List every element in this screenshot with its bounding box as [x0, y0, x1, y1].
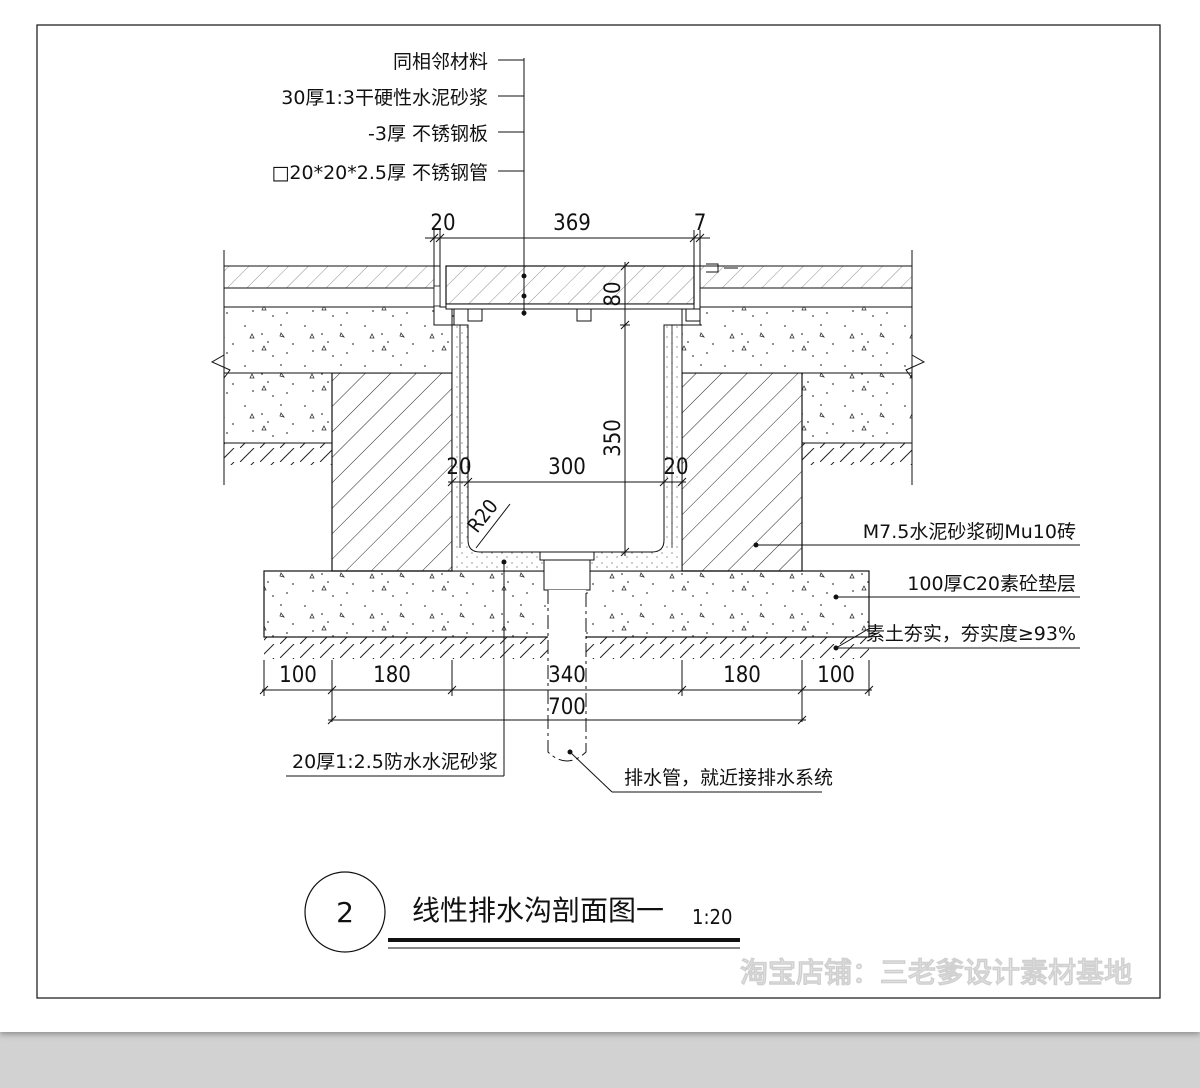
callout-concrete-pad: 100厚C20素砼垫层 [907, 573, 1076, 595]
drawing-scale: 1:20 [692, 905, 732, 929]
dry-mortar-left [223, 287, 435, 308]
steel-tube-3 [685, 308, 701, 322]
watermark: 淘宝店铺：三老爹设计素材基地 [740, 956, 1132, 989]
dim-bottom-2: 180 [373, 663, 411, 688]
bedding-right [681, 306, 913, 374]
dim-bottom-5: 100 [817, 663, 855, 688]
callout-dry-mortar: 30厚1:3干硬性水泥砂浆 [281, 87, 488, 109]
callout-brick-wall: M7.5水泥砂浆砌Mu10砖 [863, 521, 1076, 543]
soil-left [224, 443, 332, 465]
brick-wall-right [681, 372, 803, 572]
dim-inner-left: 20 [446, 455, 471, 480]
detail-number-circle [304, 871, 386, 953]
callout-compacted-soil: 素土夯实，夯实度≥93% [866, 623, 1076, 645]
brick-wall-left [331, 372, 453, 572]
drain-outlet-flange [539, 551, 595, 561]
dim-total-width: 700 [548, 695, 586, 720]
drawing-frame [36, 24, 1161, 999]
callout-adjacent-material: 同相邻材料 [393, 51, 488, 73]
drain-section-drawing: 同相邻材料 30厚1:3干硬性水泥砂浆 -3厚 不锈钢板 □20*20*2.5厚… [36, 24, 1161, 999]
steel-tube-1 [467, 308, 483, 322]
callout-steel-tube: □20*20*2.5厚 不锈钢管 [271, 162, 488, 184]
drawing-sheet: 同相邻材料 30厚1:3干硬性水泥砂浆 -3厚 不锈钢板 □20*20*2.5厚… [0, 0, 1200, 1032]
callout-steel-plate: -3厚 不锈钢板 [368, 123, 488, 145]
dim-inner-right: 20 [663, 455, 688, 480]
dim-bottom-4: 180 [723, 663, 761, 688]
leader-dots [501, 273, 839, 755]
drain-outlet-body [543, 559, 591, 591]
break-line-right [905, 250, 926, 485]
dry-mortar-right [699, 287, 913, 308]
bedding-left [223, 306, 455, 374]
waterproof-mortar-lining [451, 324, 683, 572]
title-underline-thick [388, 938, 740, 942]
dim-plate-depth: 80 [601, 281, 626, 306]
dim-bottom-3: 340 [548, 663, 586, 688]
callout-waterproof-mortar: 20厚1:2.5防水水泥砂浆 [292, 751, 498, 773]
dim-top-left: 20 [430, 211, 455, 236]
cover-plate [445, 265, 695, 305]
dim-channel-depth: 350 [601, 419, 626, 457]
dim-bottom-1: 100 [279, 663, 317, 688]
right-callout-labels: M7.5水泥砂浆砌Mu10砖 100厚C20素砼垫层 素土夯实，夯实度≥93% [863, 521, 1076, 645]
slab-right-lower [801, 372, 913, 444]
dim-top-mid: 369 [553, 211, 591, 236]
break-line-left [210, 250, 231, 485]
soil-right [802, 443, 912, 465]
detail-number: 2 [336, 896, 354, 929]
finish-layer-left [223, 265, 435, 289]
slab-left-lower [223, 372, 333, 444]
leader-lines [286, 58, 1080, 793]
drawing-title: 线性排水沟剖面图一 [412, 894, 664, 927]
stainless-steel-plate [445, 303, 695, 310]
top-callout-labels: 同相邻材料 30厚1:3干硬性水泥砂浆 -3厚 不锈钢板 □20*20*2.5厚… [271, 51, 488, 184]
dimension-lines [259, 230, 874, 725]
callout-drain-pipe: 排水管，就近接排水系统 [624, 767, 833, 789]
drain-pipe [547, 590, 587, 762]
dim-top-right: 7 [694, 211, 707, 236]
finish-layer-right [699, 265, 913, 289]
steel-tube-2 [576, 308, 592, 322]
dim-inner-mid: 300 [548, 455, 586, 480]
